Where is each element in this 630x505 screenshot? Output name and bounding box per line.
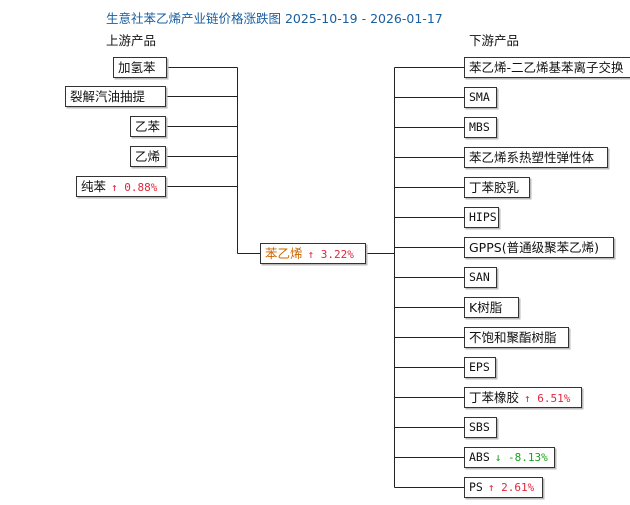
downstream-product-name: ABS [469, 450, 490, 464]
downstream-product-node[interactable]: 丁苯橡胶 ↑ 6.51% [464, 387, 582, 408]
center-product-change: ↑ 3.22% [308, 248, 354, 261]
downstream-heading: 下游产品 [469, 33, 520, 48]
arrow-up-icon: ↑ [524, 392, 531, 405]
downstream-product-name: SBS [469, 420, 490, 434]
arrow-up-icon: ↑ [487, 481, 495, 494]
downstream-product-node[interactable]: ABS ↓ -8.13% [464, 447, 555, 468]
arrow-down-icon: ↓ [494, 451, 502, 464]
upstream-product-node[interactable]: 裂解汽油抽提 [65, 86, 166, 107]
downstream-product-node[interactable]: EPS [464, 357, 496, 378]
downstream-product-change: ↓ -8.13% [495, 451, 548, 464]
downstream-product-node[interactable]: 苯乙烯系热塑性弹性体 [464, 147, 608, 168]
downstream-product-name: HIPS [469, 210, 497, 224]
change-value: 2.61% [501, 481, 535, 494]
downstream-product-name: GPPS(普通级聚苯乙烯) [469, 240, 599, 255]
downstream-product-name: 丁苯胶乳 [469, 180, 520, 195]
downstream-product-name: SAN [469, 270, 490, 284]
downstream-product-node[interactable]: 丁苯胶乳 [464, 177, 530, 198]
upstream-heading: 上游产品 [106, 33, 157, 48]
upstream-product-change: ↑ 0.88% [111, 181, 157, 194]
downstream-product-name: MBS [469, 120, 490, 134]
downstream-product-name: 不饱和聚酯树脂 [469, 330, 557, 345]
downstream-product-node[interactable]: K树脂 [464, 297, 519, 318]
downstream-product-name: SMA [469, 90, 490, 104]
downstream-product-name: PS [469, 480, 483, 494]
downstream-product-node[interactable]: MBS [464, 117, 497, 138]
downstream-product-node[interactable]: 苯乙烯-二乙烯基苯离子交换 [464, 57, 630, 78]
downstream-product-node[interactable]: SAN [464, 267, 497, 288]
downstream-product-change: ↑ 2.61% [488, 481, 534, 494]
downstream-product-name: EPS [469, 360, 490, 374]
center-arrow-icon: ↑ [307, 248, 315, 261]
upstream-product-name: 裂解汽油抽提 [70, 89, 146, 104]
downstream-product-node[interactable]: GPPS(普通级聚苯乙烯) [464, 237, 614, 258]
downstream-product-node[interactable]: SBS [464, 417, 497, 438]
center-change-value: 3.22% [320, 248, 354, 261]
downstream-product-node[interactable]: PS ↑ 2.61% [464, 477, 543, 498]
upstream-product-name: 乙烯 [135, 149, 161, 164]
change-value: 6.51% [537, 392, 571, 405]
downstream-product-node[interactable]: SMA [464, 87, 497, 108]
downstream-product-node[interactable]: 不饱和聚酯树脂 [464, 327, 569, 348]
arrow-up-icon: ↑ [111, 181, 118, 194]
upstream-product-name: 纯苯 [81, 179, 107, 194]
page-title: 生意社苯乙烯产业链价格涨跌图 2025-10-19 - 2026-01-17 [106, 11, 443, 26]
upstream-product-node[interactable]: 纯苯 ↑ 0.88% [76, 176, 166, 197]
upstream-product-name: 加氢苯 [118, 60, 156, 75]
center-product-name: 苯乙烯 [265, 246, 303, 261]
upstream-product-node[interactable]: 加氢苯 [113, 57, 167, 78]
downstream-product-change: ↑ 6.51% [524, 392, 570, 405]
change-value: 0.88% [124, 181, 158, 194]
downstream-product-node[interactable]: HIPS [464, 207, 499, 228]
upstream-product-name: 乙苯 [135, 119, 161, 134]
upstream-product-node[interactable]: 乙烯 [130, 146, 166, 167]
downstream-product-name: 苯乙烯系热塑性弹性体 [469, 150, 595, 165]
center-product-node[interactable]: 苯乙烯 ↑ 3.22% [260, 243, 366, 264]
change-value: -8.13% [508, 451, 548, 464]
upstream-product-node[interactable]: 乙苯 [130, 116, 166, 137]
downstream-product-name: K树脂 [469, 300, 503, 315]
downstream-product-name: 苯乙烯-二乙烯基苯离子交换 [469, 60, 624, 75]
downstream-product-name: 丁苯橡胶 [469, 390, 520, 405]
